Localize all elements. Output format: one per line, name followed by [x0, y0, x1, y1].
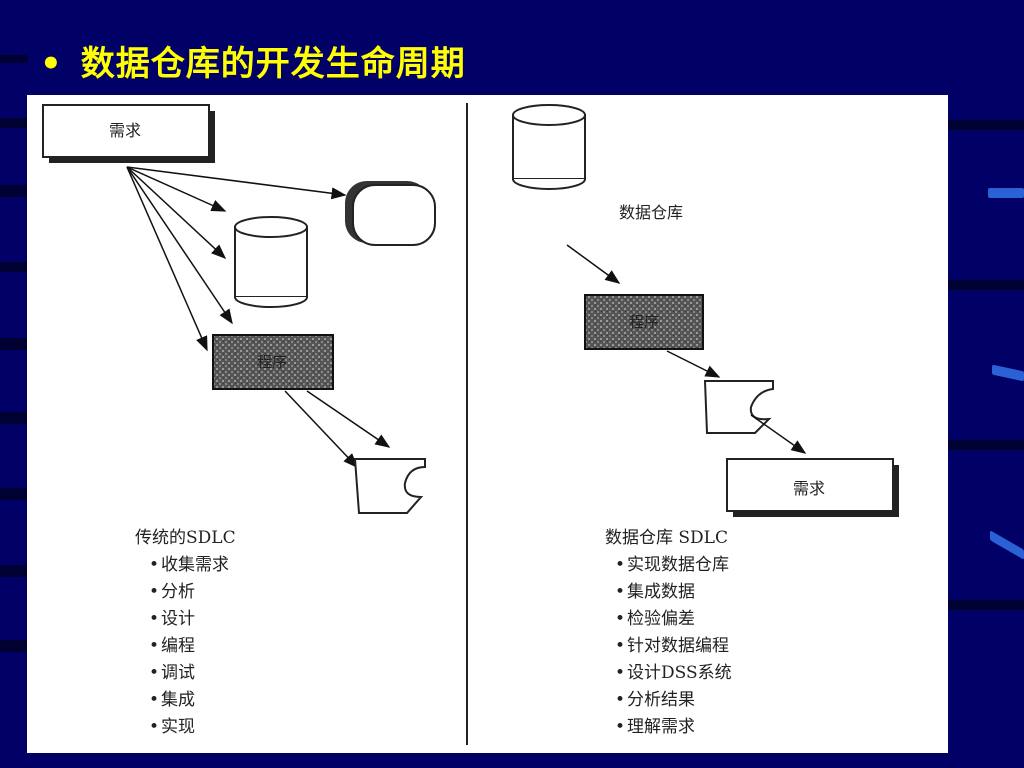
right-cylinder	[512, 104, 586, 190]
list-item: 集成数据	[615, 579, 732, 606]
left-fan-arrows	[126, 166, 347, 352]
right-sdlc-heading: 数据仓库 SDLC	[605, 528, 728, 548]
bg-stripe	[0, 185, 28, 197]
bg-stripe	[948, 280, 1024, 290]
bg-accent	[992, 364, 1024, 382]
left-cylinder	[234, 216, 308, 308]
left-document-shape	[353, 458, 426, 514]
left-program-label: 程序	[257, 353, 288, 371]
title-bullet: •	[40, 44, 63, 84]
list-item: 设计DSS系统	[615, 660, 732, 687]
right-arrow-to-document	[666, 350, 721, 378]
list-item: 针对数据编程	[615, 633, 732, 660]
left-dark-rounded-shape	[345, 181, 436, 246]
bg-stripe	[0, 338, 28, 350]
list-item: 设计	[149, 606, 236, 633]
bg-stripe	[948, 600, 1024, 610]
right-arrow-to-program	[566, 244, 621, 284]
list-item: 分析结果	[615, 687, 732, 714]
list-item: 编程	[149, 633, 236, 660]
list-item: 实现	[149, 714, 236, 741]
left-program-arrows	[284, 390, 391, 469]
list-item: 调试	[149, 660, 236, 687]
left-sdlc-items: 收集需求 分析 设计 编程 调试 集成 实现	[149, 552, 236, 741]
bg-stripe	[0, 262, 28, 272]
right-requirement-box	[726, 458, 899, 517]
right-document-shape	[703, 380, 774, 434]
right-program-label: 程序	[629, 313, 660, 331]
list-item: 理解需求	[615, 714, 732, 741]
bg-stripe	[0, 565, 28, 577]
left-requirement-label: 需求	[109, 121, 142, 140]
bg-stripe	[0, 55, 28, 63]
bg-accent	[990, 530, 1024, 560]
bg-stripe	[948, 120, 1024, 130]
left-sdlc-heading: 传统的SDLC	[135, 528, 236, 548]
list-item: 分析	[149, 579, 236, 606]
left-program-box	[212, 334, 334, 390]
bg-stripe	[0, 640, 28, 652]
left-sdlc-list: 传统的SDLC 收集需求 分析 设计 编程 调试 集成 实现	[135, 525, 236, 741]
right-warehouse-label: 数据仓库	[619, 203, 684, 222]
list-item: 集成	[149, 687, 236, 714]
list-item: 实现数据仓库	[615, 552, 732, 579]
title-text: 数据仓库的开发生命周期	[80, 44, 466, 84]
left-requirement-box	[42, 104, 215, 163]
diagram-graphics	[42, 103, 899, 745]
right-requirement-label: 需求	[793, 479, 826, 498]
bg-stripe	[0, 488, 28, 500]
right-sdlc-list: 数据仓库 SDLC 实现数据仓库 集成数据 检验偏差 针对数据编程 设计DSS系…	[605, 525, 732, 741]
right-arrow-to-requirement	[750, 414, 807, 454]
slide-title: • 数据仓库的开发生命周期	[40, 36, 466, 85]
list-item: 收集需求	[149, 552, 236, 579]
right-program-box	[584, 294, 704, 350]
bg-stripe	[0, 412, 28, 424]
bg-accent	[988, 188, 1024, 198]
right-sdlc-items: 实现数据仓库 集成数据 检验偏差 针对数据编程 设计DSS系统 分析结果 理解需…	[615, 552, 732, 741]
bg-stripe	[948, 440, 1024, 450]
bg-stripe	[0, 118, 28, 128]
diagram-figure: 需求 程序 数据仓库 程序 需求 传统的SDLC 收集需求 分析 设计 编程 调…	[27, 95, 948, 753]
list-item: 检验偏差	[615, 606, 732, 633]
